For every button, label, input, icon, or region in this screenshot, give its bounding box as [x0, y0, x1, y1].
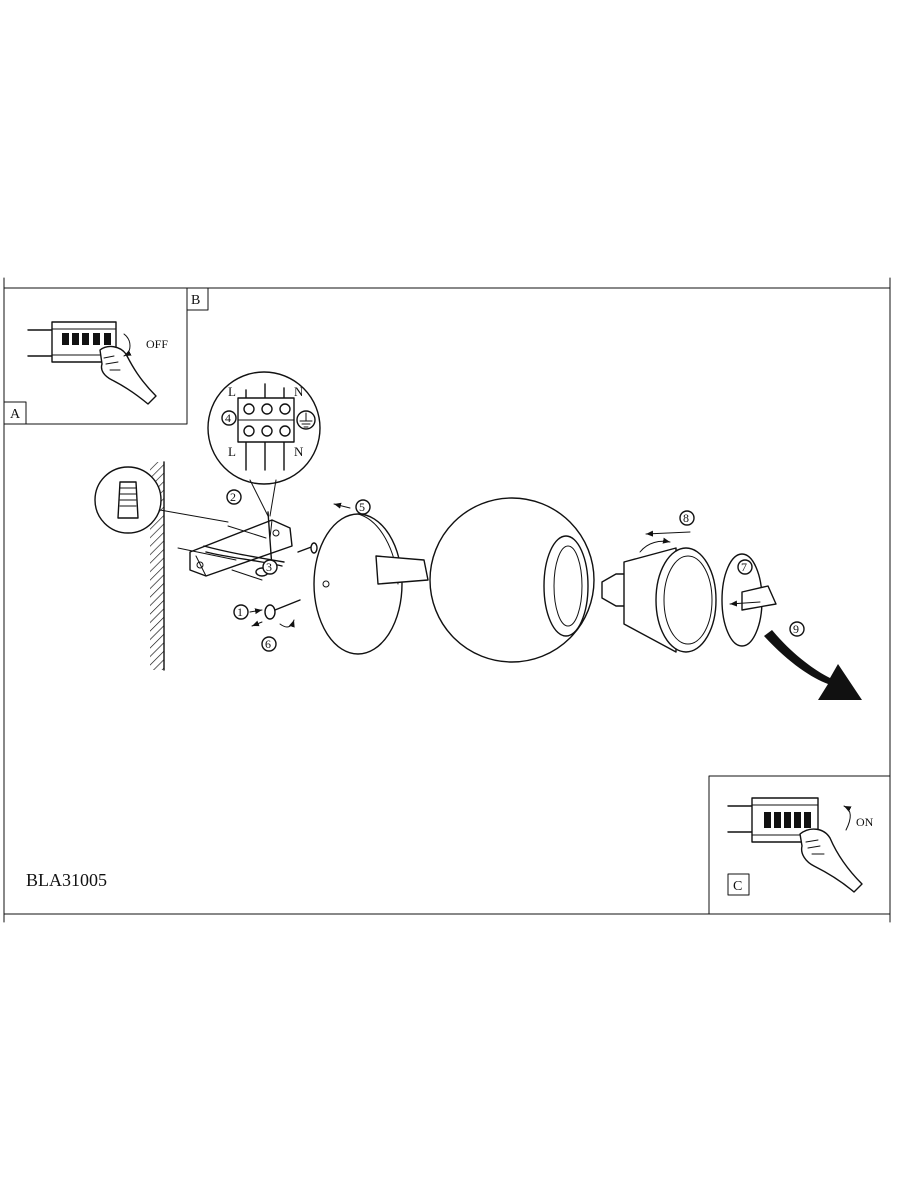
step-1: 1: [233, 604, 249, 620]
terminal-label-n-bottom: N: [294, 444, 304, 459]
panel-a-switch-text: OFF: [146, 337, 168, 351]
bulb: [601, 530, 717, 653]
panel-b-label: B: [191, 293, 200, 308]
panel-c-label: C: [733, 879, 742, 894]
step-7: 7: [737, 559, 753, 575]
canopy: [313, 502, 429, 655]
mounting-bracket: [177, 519, 318, 581]
panel-c: C ON: [708, 775, 891, 915]
svg-text:8: 8: [683, 511, 689, 525]
earth-ground-icon: [296, 410, 316, 430]
svg-text:3: 3: [266, 560, 272, 574]
panel-c-switch-text: ON: [856, 815, 874, 829]
step-4: 4: [221, 410, 237, 426]
svg-text:5: 5: [359, 500, 365, 514]
step-markers: 1 2 3 4 5 6 7 8 9: [221, 410, 805, 652]
panel-a-label: A: [10, 407, 21, 422]
step-6: 6: [261, 636, 277, 652]
remove-arrow: [764, 630, 862, 700]
fixing-screw: [249, 599, 301, 628]
step-5: 5: [355, 499, 371, 515]
terminal-block-callout: L N L N: [207, 371, 321, 517]
hand-icon: [799, 828, 863, 893]
wall-plug-icon: [94, 466, 229, 534]
breaker-panel-icon: [727, 797, 819, 843]
svg-text:7: 7: [741, 560, 747, 574]
panel-a: A B OFF: [3, 287, 209, 425]
step-9: 9: [789, 621, 805, 637]
svg-text:1: 1: [237, 605, 243, 619]
retainer-cap: [721, 553, 777, 647]
step-3: 3: [262, 559, 278, 575]
terminal-label-l-bottom: L: [228, 444, 236, 459]
terminal-label-l-top: L: [228, 384, 236, 399]
model-number: BLA31005: [26, 870, 107, 890]
svg-text:6: 6: [265, 637, 271, 651]
svg-text:2: 2: [230, 490, 236, 504]
terminal-label-n-top: N: [294, 384, 304, 399]
hand-icon: [99, 345, 157, 405]
svg-text:9: 9: [793, 622, 799, 636]
step-2: 2: [226, 489, 242, 505]
globe-shade: [429, 497, 595, 663]
step-8: 8: [679, 510, 695, 526]
terminal-screws: [243, 403, 291, 437]
svg-text:4: 4: [225, 411, 231, 425]
